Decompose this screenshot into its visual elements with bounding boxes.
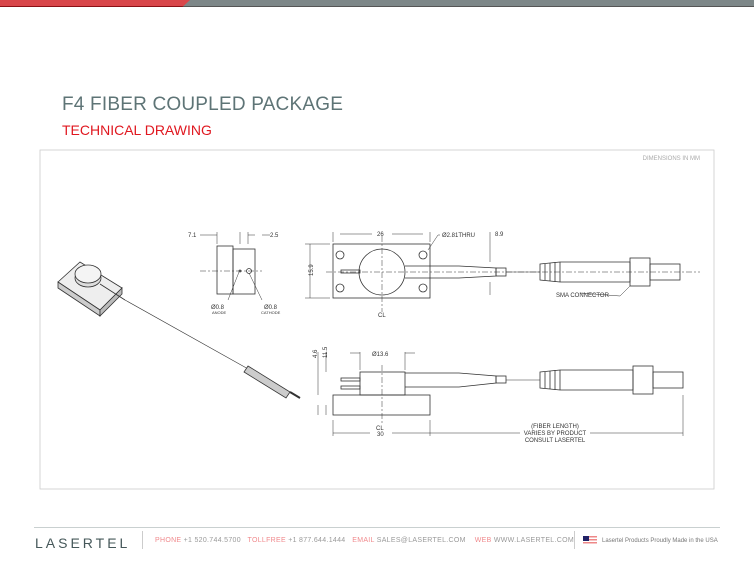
dimension-label: ANODE xyxy=(212,310,227,315)
dimension-label: CATHODE xyxy=(261,310,281,315)
tollfree: +1 877.644.1444 xyxy=(288,537,346,544)
isometric-sketch xyxy=(57,261,301,399)
units-note: DIMENSIONS IN MM xyxy=(643,156,700,162)
dimension-label: CL xyxy=(378,313,386,319)
footer-separator xyxy=(142,531,143,549)
contact-info: PHONE +1 520.744.5700 TOLLFREE +1 877.64… xyxy=(155,537,574,544)
dimension-label: CONSULT LASERTEL xyxy=(525,438,586,444)
dimension-label: 11.5 xyxy=(323,346,329,358)
us-flag-icon xyxy=(583,536,597,545)
dimension-label: (FIBER LENGTH) xyxy=(531,424,579,430)
footer-separator xyxy=(574,531,575,549)
dimension-label: Ø2.81THRU xyxy=(442,233,475,239)
elevation-view: Ø13.6 4.6 11.5 CL 30 (FIBER LENGTH) VARI… xyxy=(313,346,684,444)
dimension-label: VARIES BY PRODUCT xyxy=(524,431,587,437)
top-view: 26 Ø2.81THRU 8.9 15.9 CL SMA CONNECTOR xyxy=(305,232,700,319)
footer-divider xyxy=(34,527,720,528)
sma-connector-label: SMA CONNECTOR xyxy=(556,293,610,299)
drawing-frame xyxy=(39,149,715,490)
side-view: 7.1 2.5 Ø0.8 ANODE Ø0.8 CATHODE xyxy=(188,232,281,315)
made-in-usa-text: Lasertel Products Proudly Made in the US… xyxy=(602,538,718,544)
email-link[interactable]: SALES@LASERTEL.COM xyxy=(376,537,466,544)
dimension-label: 30 xyxy=(377,432,384,438)
dimension-label: Ø0.8 xyxy=(264,305,278,311)
dimension-label: Ø13.6 xyxy=(372,352,389,358)
web-link[interactable]: WWW.LASERTEL.COM xyxy=(493,537,574,544)
dimension-label: 2.5 xyxy=(270,233,279,239)
dimension-label: 15.9 xyxy=(309,264,315,276)
top-accent-bar xyxy=(0,0,754,7)
lasertel-logo: LASERTEL xyxy=(35,535,131,551)
dimension-label: 26 xyxy=(377,232,384,238)
page-title: F4 FIBER COUPLED PACKAGE xyxy=(62,94,344,115)
phone: +1 520.744.5700 xyxy=(183,537,241,544)
dimension-label: Ø0.8 xyxy=(211,305,225,311)
dimension-label: 7.1 xyxy=(188,233,197,239)
page-subtitle: TECHNICAL DRAWING xyxy=(62,122,212,138)
dimension-label: 8.9 xyxy=(495,232,504,238)
dimension-label: 4.6 xyxy=(313,349,319,358)
dimension-label: CL xyxy=(376,426,384,432)
